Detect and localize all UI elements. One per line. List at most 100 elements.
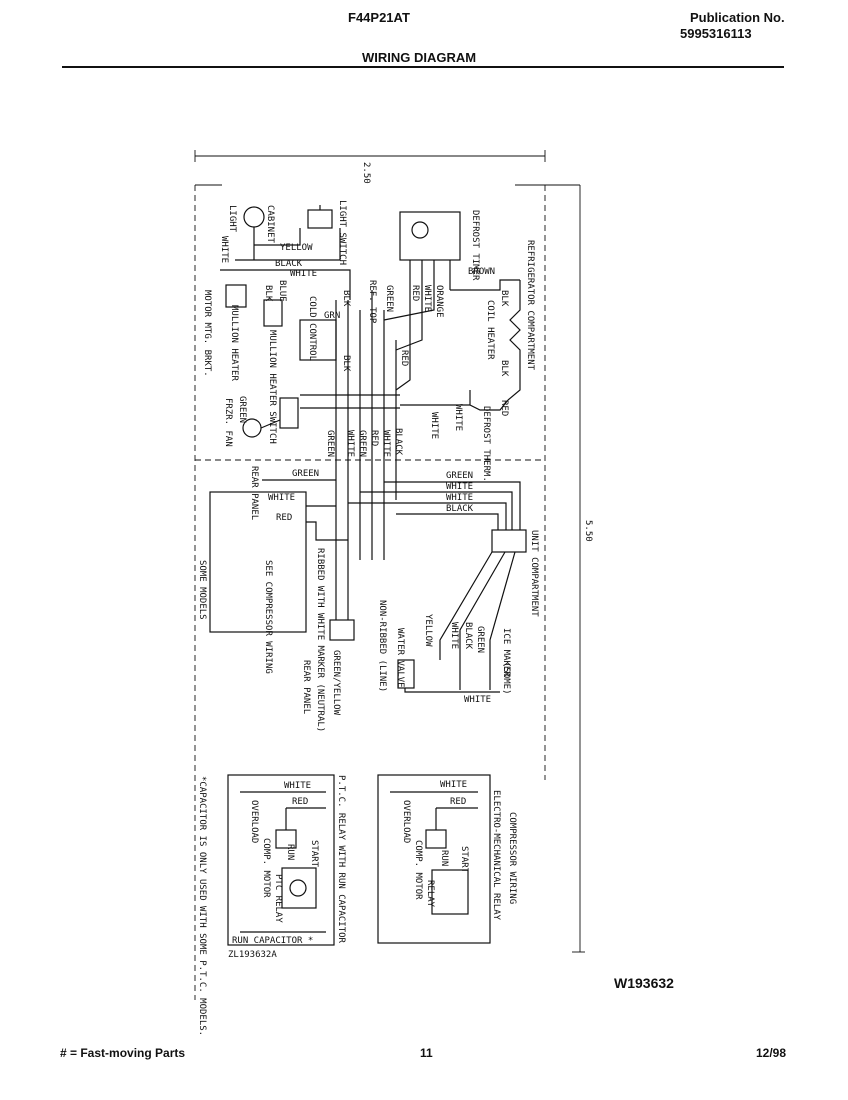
model-number: F44P21AT: [348, 10, 410, 25]
wire-green-fan-label: GREEN: [237, 396, 247, 423]
wire-grn-label: GRN: [324, 311, 340, 321]
light-label: LIGHT: [227, 205, 237, 233]
height-dimension: 5.50: [583, 520, 593, 542]
overload-em-label: OVERLOAD: [401, 800, 411, 843]
wire-black-harness-label: BLACK: [393, 428, 403, 456]
wire-black-unit-label: BLACK: [446, 504, 474, 514]
wire-red-harness2-label: RED: [369, 430, 379, 446]
run-capacitor-label: RUN CAPACITOR *: [232, 936, 313, 946]
wire-blk-harness-label: BLK: [341, 355, 351, 372]
cabinet-label: CABINET: [265, 205, 275, 244]
comp-motor-ptc-label: COMP. MOTOR: [261, 838, 271, 898]
rear-panel-label: REAR PANEL: [249, 466, 259, 520]
header-rule: [62, 66, 784, 68]
footer-date: 12/98: [756, 1046, 787, 1060]
wire-green-ref-label: GREEN: [384, 285, 394, 312]
wire-green-harness2-label: GREEN: [357, 430, 367, 457]
ptc-relay-inset: P.T.C. RELAY WITH RUN CAPACITOR *CAPACIT…: [197, 774, 346, 1036]
wire-blk-ref-label: BLK: [341, 290, 351, 307]
wire-white-therm-label: WHITE: [453, 404, 463, 431]
wire-green-ice-label: GREEN: [475, 626, 485, 653]
wire-white-comp-label: WHITE: [268, 493, 295, 503]
publication-label: Publication No.: [690, 10, 785, 25]
wire-blue-label: BLUE: [277, 280, 287, 302]
mullion-heater-label: MULLION HEATER: [229, 305, 239, 381]
wire-white-em-label: WHITE: [440, 780, 467, 790]
wire-blk-mullion-label: BLK: [263, 285, 273, 302]
ribbed-white-marker-label: RIBBED WITH WHITE MARKER (NEUTRAL): [315, 548, 325, 732]
motor-mtg-brkt-label: MOTOR MTG. BRKT.: [202, 290, 212, 377]
wire-red-harness-label: RED: [399, 350, 409, 366]
capacitor-note-label: *CAPACITOR IS ONLY USED WITH SOME P.T.C.…: [197, 776, 207, 1036]
ice-maker-assembly: WATER VALVE YELLOW WHITE BLACK GREEN ICE…: [395, 551, 516, 705]
zl-code-label: ZL193632A: [228, 950, 277, 960]
ice-maker-some-label: (SOME): [501, 662, 511, 695]
light-assembly: LIGHT CABINET LIGHT SWITCH YELLOW BLACK …: [219, 200, 351, 300]
publication-number: 5995316113: [680, 26, 752, 41]
wire-harness: RED BLK GREEN WHITE GREEN RED WHITE BLAC…: [300, 280, 435, 560]
defrost-timer-label: DEFROST TIMER: [470, 210, 480, 281]
wire-green-rear-label: GREEN: [292, 469, 319, 479]
light-switch-label: LIGHT SWITCH: [337, 200, 347, 265]
wire-red-timer-label: RED: [410, 285, 420, 301]
page-number: 11: [420, 1046, 433, 1060]
wire-yellow-label: YELLOW: [280, 243, 313, 253]
coil-heater-label: COIL HEATER: [485, 300, 495, 360]
wire-green-unit-label: GREEN: [446, 471, 473, 481]
wire-brown-label: BROWN: [468, 267, 495, 277]
mullion-heater-switch-label: MULLION HEATER SWITCH: [267, 330, 277, 444]
compartment-dividers: [194, 185, 546, 1000]
wire-black-ice-label: BLACK: [463, 622, 473, 650]
compressor-wiring-label: COMPRESSOR WIRING: [507, 812, 517, 904]
electro-mechanical-inset: COMPRESSOR WIRING ELECTRO-MECHANICAL REL…: [377, 774, 517, 944]
some-models-label: SOME MODELS: [197, 560, 207, 620]
wire-blk-coil2-label: BLK: [499, 360, 509, 377]
wire-white-harness-label: WHITE: [345, 430, 355, 457]
defrost-therm-label: DEFROST THERM.: [481, 406, 491, 482]
wire-yellow-valve-label: YELLOW: [423, 614, 433, 647]
frzr-fan-label: FRZR. FAN: [223, 398, 233, 447]
wire-white-unit-label: WHITE: [446, 482, 473, 492]
page-title: WIRING DIAGRAM: [362, 50, 477, 65]
freezer-fan: FRZR. FAN GREEN: [223, 396, 299, 447]
width-dimension: 2.50: [361, 162, 371, 184]
wire-black-label: BLACK: [275, 259, 303, 269]
wire-white-timer-label: WHITE: [422, 285, 432, 312]
mullion-heater: MULLION HEATER MULLION HEATER SWITCH BLU…: [202, 280, 287, 444]
defrost-thermostat: DEFROST THERM. WHITE WHITE: [400, 390, 509, 482]
wire-green-harness-label: GREEN: [325, 430, 335, 457]
footer-legend: # = Fast-moving Parts: [60, 1046, 186, 1060]
wire-orange-label: ORANGE: [434, 285, 444, 318]
run-ptc-label: RUN: [285, 844, 295, 860]
wire-red-comp-label: RED: [276, 513, 292, 523]
wire-white-harness2-label: WHITE: [381, 430, 391, 457]
start-ptc-label: START: [309, 840, 319, 868]
wire-white-ice-label: WHITE: [449, 622, 459, 649]
wire-white-unit2-label: WHITE: [446, 493, 473, 503]
comp-motor-em-label: COMP. MOTOR: [413, 840, 423, 900]
dimension-lines: 2.50 5.50: [194, 150, 593, 953]
overload-ptc-label: OVERLOAD: [249, 800, 259, 843]
wire-red-ptc-label: RED: [292, 797, 308, 807]
wire-blk-coil-label: BLK: [499, 290, 509, 307]
ice-maker-label: ICE MAKER: [501, 628, 511, 677]
wire-red-coil-label: RED: [499, 400, 509, 416]
see-compressor-wiring-label: SEE COMPRESSOR WIRING: [263, 560, 273, 674]
green-yellow-label: GREEN/YELLOW: [331, 650, 341, 716]
rear-panel-2-label: REAR PANEL: [301, 660, 311, 714]
wire-white-therm2-label: WHITE: [429, 412, 439, 439]
ptc-relay-label: PTC RELAY: [273, 874, 283, 923]
wire-white-ice2-label: WHITE: [464, 695, 491, 705]
run-em-label: RUN: [439, 850, 449, 866]
drawing-number: W193632: [614, 975, 674, 991]
start-em-label: START: [459, 846, 469, 874]
water-valve-label: WATER VALVE: [395, 628, 405, 688]
defrost-timer: DEFROST TIMER BROWN WHITE ORANGE RED: [399, 210, 520, 318]
electro-mechanical-relay-label: ELECTRO-MECHANICAL RELAY: [491, 790, 501, 921]
cold-control: COLD CONTROL GRN REF. TOP GREEN BLK: [299, 280, 394, 361]
wire-red-em-label: RED: [450, 797, 466, 807]
non-ribbed-line-label: NON-RIBBED (LINE): [377, 600, 387, 692]
cold-control-label: COLD CONTROL: [307, 296, 317, 361]
coil-heater: REFRIGERATOR COMPARTMENT COIL HEATER BLK…: [485, 240, 535, 416]
